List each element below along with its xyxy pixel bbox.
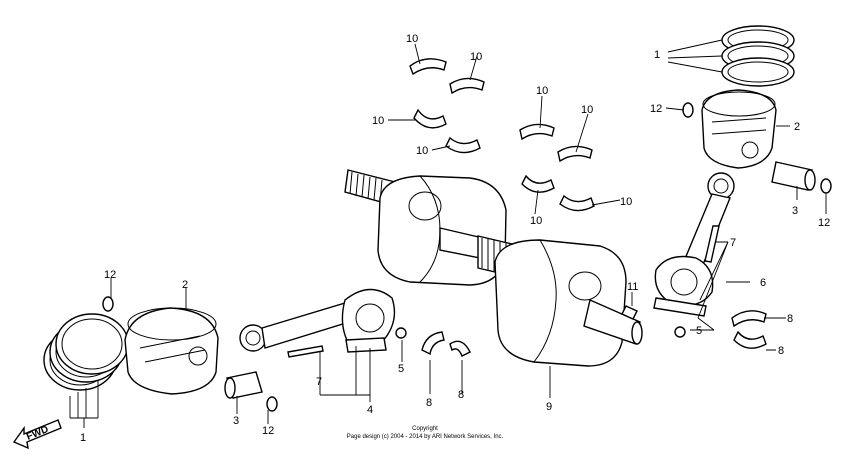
callout-8-right-a: 8 xyxy=(787,313,793,325)
piston-rings-left xyxy=(43,313,129,391)
callout-12-left-upper: 12 xyxy=(104,269,116,281)
callout-7-right: 7 xyxy=(730,237,736,249)
leader-lines xyxy=(69,39,827,428)
piston-rings-right xyxy=(721,25,795,87)
callout-2-left: 2 xyxy=(182,279,188,291)
clip-right-lower xyxy=(820,178,832,194)
piston-left xyxy=(124,307,219,395)
clip-left-lower xyxy=(266,396,278,412)
clip-left-upper xyxy=(102,296,114,312)
connecting-rod-left xyxy=(239,288,396,353)
copyright-text: Page design (c) 2004 - 2014 by ARI Netwo… xyxy=(346,434,504,440)
fwd-arrow: FWD xyxy=(12,419,62,450)
callout-7-left: 7 xyxy=(316,376,322,388)
callout-1-left: 1 xyxy=(80,432,86,444)
callout-10-a: 10 xyxy=(406,33,418,45)
callout-8-right-b: 8 xyxy=(778,345,784,357)
piston-pin-left xyxy=(224,371,263,399)
callout-2-right: 2 xyxy=(794,121,800,133)
rod-bolt-right xyxy=(704,225,720,263)
copyright-title: Copyright xyxy=(412,426,438,432)
callout-10-c: 10 xyxy=(372,115,384,127)
copyright-notice: Copyright Page design (c) 2004 - 2014 by… xyxy=(330,425,520,441)
callout-10-d: 10 xyxy=(416,145,428,157)
callout-3-left: 3 xyxy=(233,415,239,427)
callout-10-b: 10 xyxy=(470,51,482,63)
callout-10-h: 10 xyxy=(620,196,632,208)
connecting-rod-right xyxy=(653,172,735,317)
callout-5-right: 5 xyxy=(696,325,702,337)
callout-10-e: 10 xyxy=(536,85,548,97)
rod-nut-right xyxy=(674,326,686,338)
piston-right xyxy=(701,89,777,169)
callout-10-g: 10 xyxy=(530,215,542,227)
callout-9: 9 xyxy=(546,401,552,413)
piston-pin-right xyxy=(771,161,816,191)
crankshaft xyxy=(344,169,643,367)
callout-8-left-a: 8 xyxy=(426,397,432,409)
callout-11: 11 xyxy=(627,281,638,293)
callout-5-left: 5 xyxy=(398,363,404,375)
callout-3-right: 3 xyxy=(792,205,798,217)
crank-pin-11 xyxy=(621,305,638,320)
callout-1-right: 1 xyxy=(654,49,660,61)
callout-8-left-b: 8 xyxy=(458,389,464,401)
callout-6: 6 xyxy=(760,277,766,289)
callout-4: 4 xyxy=(367,404,373,416)
rod-nut-left xyxy=(395,327,407,339)
callout-12-right-upper: 12 xyxy=(650,103,662,115)
fwd-label: FWD xyxy=(25,424,50,443)
callout-12-left-lower: 12 xyxy=(262,425,274,437)
clip-right-upper xyxy=(682,102,694,118)
callout-12-right-lower: 12 xyxy=(818,217,830,229)
callout-10-f: 10 xyxy=(581,104,593,116)
main-bearing-shells xyxy=(409,58,595,212)
rod-bearing-shells xyxy=(421,310,767,357)
callout-labels: 1 2 12 3 12 7 4 5 8 8 9 11 10 10 10 10 1… xyxy=(80,33,830,444)
rod-bolt-left xyxy=(287,345,324,358)
